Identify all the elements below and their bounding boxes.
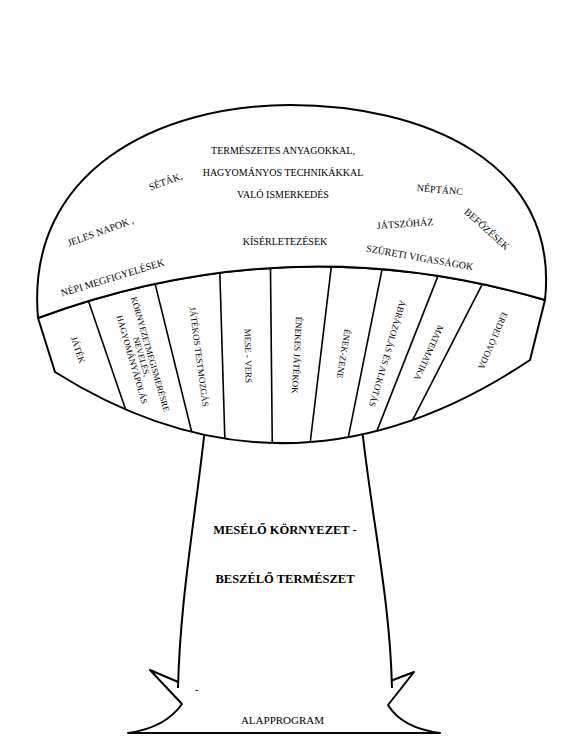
gill-divider: [220, 273, 225, 439]
stem-fill: [178, 428, 392, 690]
cap-dome: [37, 105, 546, 318]
mushroom-stem: MESÉLŐ KÖRNYEZET - BESZÉLŐ TERMÉSZET: [160, 425, 410, 690]
stem-label: MESÉLŐ KÖRNYEZET - BESZÉLŐ TERMÉSZET: [213, 523, 357, 586]
stem-side: [362, 428, 392, 688]
gill-segment: MESE - VERS: [226, 275, 267, 436]
cap-label: TERMÉSZETES ANYAGOKKAL, HAGYOMÁNYOS TECH…: [203, 145, 364, 200]
gill-divider: [310, 267, 331, 442]
gill-divider: [270, 268, 272, 443]
base-label: ALAPPROGRAM: [241, 714, 324, 726]
cap-label: KÍSÉRLETEZÉSEK: [243, 236, 327, 247]
mushroom-stem-outline: [160, 425, 410, 690]
label-wrap: MESÉLŐ KÖRNYEZET - BESZÉLŐ TERMÉSZET: [190, 505, 380, 603]
segment-label: JÁTÉK: [60, 313, 93, 388]
mushroom-cap: TERMÉSZETES ANYAGOKKAL, HAGYOMÁNYOS TECH…: [30, 95, 555, 455]
label-wrap: KÍSÉRLETEZÉSEK: [243, 231, 327, 249]
label-wrap: TERMÉSZETES ANYAGOKKAL, HAGYOMÁNYOS TECH…: [193, 139, 373, 205]
gill-divider: [348, 269, 382, 437]
cap-label: NÉPTÁNC: [416, 182, 463, 197]
stem-side: [178, 428, 205, 688]
segment-label: MESE - VERS: [240, 275, 253, 436]
label-wrap: ALAPPROGRAM: [120, 710, 445, 728]
segment-label: ÉNEKES JÁTÉKOK: [287, 272, 306, 438]
cap-label: JÁTSZÓHÁZ: [376, 216, 433, 231]
